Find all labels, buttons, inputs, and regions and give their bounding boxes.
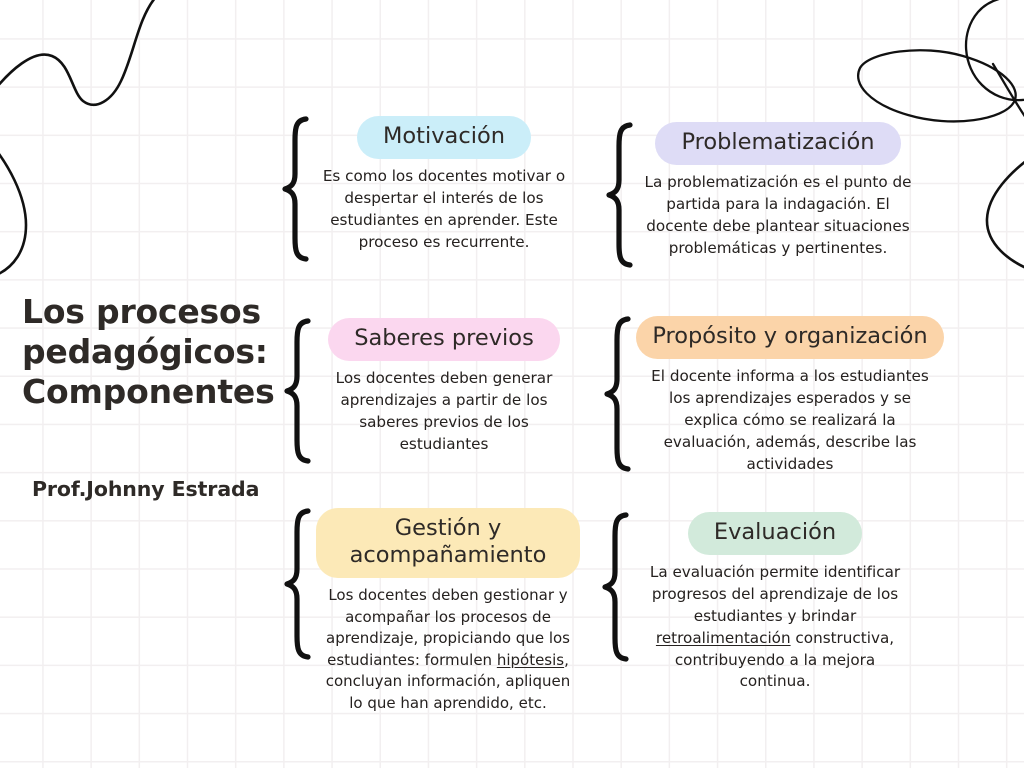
component-description-problematizacion: La problematización es el punto de parti… [644, 173, 912, 257]
component-description-proposito-y-organizacion: El docente informa a los estudiantes los… [651, 367, 929, 473]
component-description-evaluacion: La evaluación permite identificar progre… [649, 563, 901, 691]
left-curly-brace-icon [602, 512, 632, 662]
component-card-motivacion: Motivación Es como los docentes motivar … [282, 116, 574, 262]
component-label-pill-saberes-previos[interactable]: Saberes previos [328, 318, 560, 361]
card-body: Propósito y organización El docente info… [636, 316, 944, 475]
left-curly-brace-icon [284, 318, 314, 464]
component-label-pill-motivacion[interactable]: Motivación [356, 116, 531, 159]
page-title: Los procesos pedagógicos: Componentes [22, 292, 280, 412]
component-card-proposito-y-organizacion: Propósito y organización El docente info… [604, 316, 944, 475]
component-card-gestion-y-acompanamiento: Gestión y acompañamiento Los docentes de… [284, 508, 580, 715]
component-label-pill-problematizacion[interactable]: Problematización [655, 122, 901, 165]
author-name: Prof.Johnny Estrada [32, 477, 260, 501]
component-label-pill-gestion-y-acompanamiento[interactable]: Gestión y acompañamiento [316, 508, 580, 578]
component-card-evaluacion: Evaluación La evaluación permite identif… [602, 512, 916, 693]
card-body: Motivación Es como los docentes motivar … [314, 116, 574, 254]
left-curly-brace-icon [604, 316, 634, 472]
component-label-pill-evaluacion[interactable]: Evaluación [687, 512, 863, 555]
page-title-line-2: pedagógicos: [22, 331, 268, 371]
component-description-motivacion: Es como los docentes motivar o despertar… [322, 167, 566, 251]
card-body: Saberes previos Los docentes deben gener… [316, 318, 572, 456]
component-description-gestion-y-acompanamiento: Los docentes deben gestionar y acompañar… [325, 586, 571, 712]
left-curly-brace-icon [606, 122, 636, 268]
card-body: Problematización La problematización es … [638, 122, 918, 260]
component-label-pill-proposito-y-organizacion[interactable]: Propósito y organización [636, 316, 944, 359]
component-card-saberes-previos: Saberes previos Los docentes deben gener… [284, 318, 572, 464]
component-card-problematizacion: Problematización La problematización es … [606, 122, 918, 268]
page-title-line-3: Componentes [22, 371, 275, 411]
component-description-saberes-previos: Los docentes deben generar aprendizajes … [335, 369, 553, 453]
title-block: Los procesos pedagógicos: Componentes Pr… [22, 292, 280, 501]
card-body: Evaluación La evaluación permite identif… [634, 512, 916, 693]
page-title-line-1: Los procesos [22, 292, 261, 331]
left-curly-brace-icon [282, 116, 312, 262]
left-curly-brace-icon [284, 508, 314, 660]
card-body: Gestión y acompañamiento Los docentes de… [316, 508, 580, 715]
